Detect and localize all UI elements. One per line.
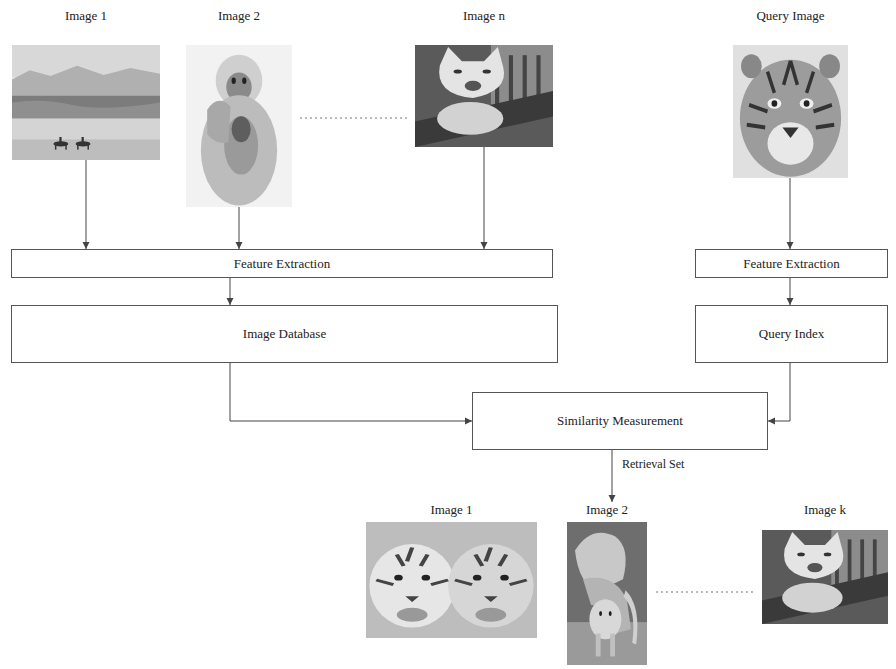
connector-line (768, 363, 790, 421)
edge-label: Retrieval Set (620, 457, 686, 472)
photo-illustration (733, 45, 848, 178)
arrow-head (787, 298, 794, 305)
flow-arrow (83, 160, 90, 249)
arrow-head (609, 495, 616, 502)
image-caption: Query Image (733, 8, 848, 24)
box-label: Feature Extraction (234, 256, 330, 272)
box-label: Query Index (759, 326, 824, 342)
ellipsis-dots (656, 592, 754, 593)
flow-arrow (787, 278, 794, 305)
arrow-head (236, 242, 243, 249)
image-caption: Image 1 (12, 8, 160, 24)
image-caption: Image 2 (567, 502, 647, 518)
image-thumbnail: Image 1 (366, 502, 537, 638)
connector-line (484, 147, 485, 249)
image-thumbnail: Query Image (733, 8, 848, 178)
arrow-head (83, 242, 90, 249)
photo-illustration (186, 45, 292, 207)
process-box: Image Database (11, 305, 558, 363)
connector-line (790, 178, 791, 249)
flow-arrow (227, 278, 234, 305)
ellipsis-dots (300, 118, 408, 119)
arrow-head (465, 418, 472, 425)
image-thumbnail: Image 2 (567, 502, 647, 665)
connector-line (230, 363, 472, 421)
arrow-head (787, 242, 794, 249)
image-thumbnail: Image 2 (186, 8, 292, 207)
box-label: Similarity Measurement (557, 413, 683, 429)
arrow-head (481, 242, 488, 249)
flow-arrow (787, 178, 794, 249)
photo-illustration (366, 522, 537, 638)
process-box: Similarity Measurement (472, 392, 768, 450)
arrow-head (227, 298, 234, 305)
box-label: Image Database (243, 326, 326, 342)
image-caption: Image 2 (186, 8, 292, 24)
arrow-head (768, 418, 775, 425)
box-label: Feature Extraction (743, 256, 839, 272)
flow-arrow (768, 363, 790, 425)
flow-arrow (609, 450, 616, 502)
process-box: Query Index (695, 305, 888, 363)
image-thumbnail: Image n (415, 8, 553, 147)
process-box: Feature Extraction (11, 249, 553, 278)
photo-illustration (567, 522, 647, 665)
image-thumbnail: Image k (762, 502, 888, 624)
image-caption: Image k (762, 502, 888, 518)
flow-arrow (481, 147, 488, 249)
photo-illustration (762, 530, 888, 624)
photo-illustration (12, 45, 160, 160)
photo-illustration (415, 45, 553, 147)
image-caption: Image n (415, 8, 553, 24)
process-box: Feature Extraction (695, 249, 888, 278)
image-caption: Image 1 (366, 502, 537, 518)
connector-line (612, 450, 613, 502)
flow-arrow (236, 207, 243, 249)
connector-line (86, 160, 87, 249)
flow-arrow (230, 363, 472, 425)
image-thumbnail: Image 1 (12, 8, 160, 160)
